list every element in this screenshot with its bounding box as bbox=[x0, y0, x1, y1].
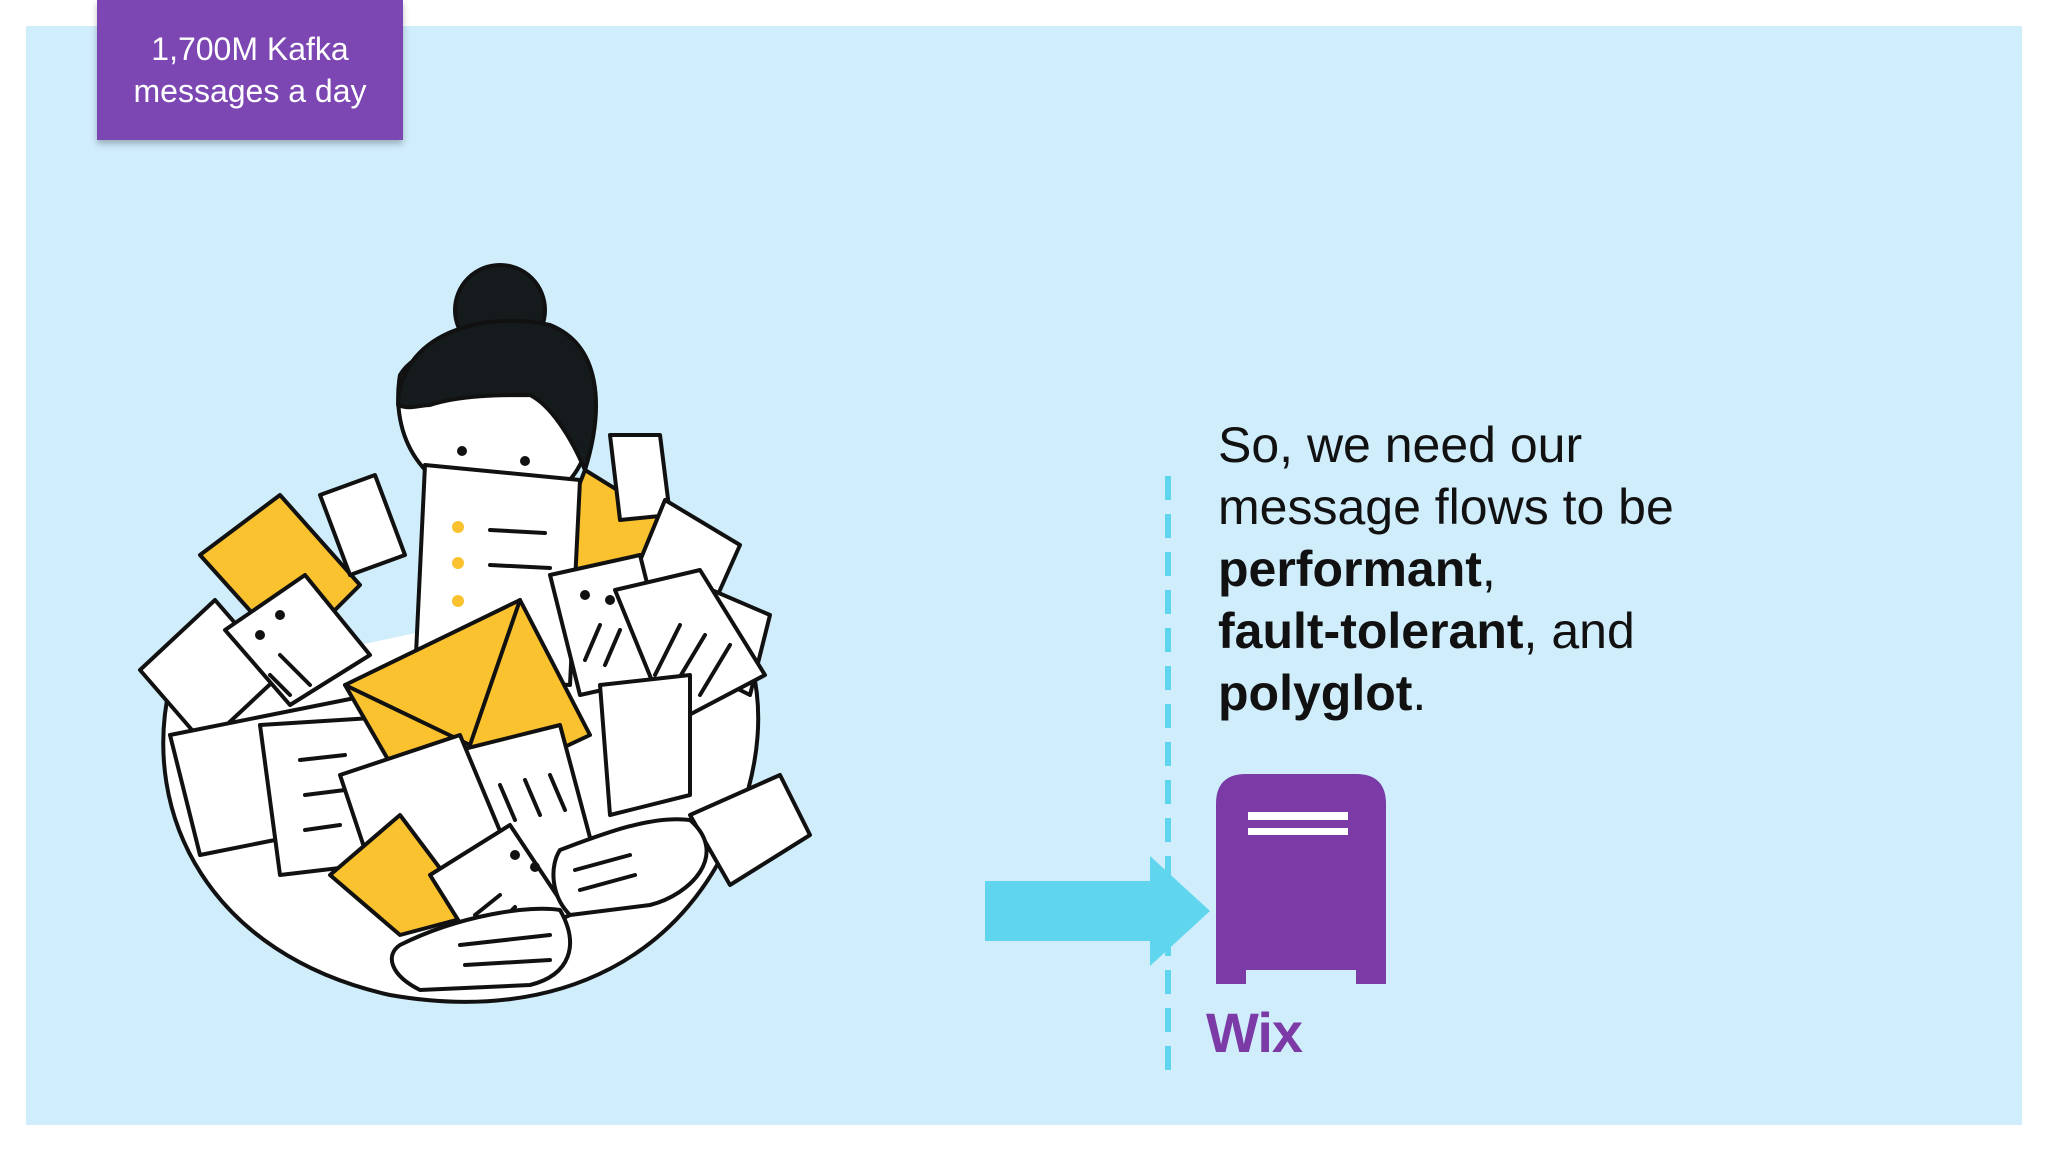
message-line-2: message flows to be bbox=[1218, 479, 1674, 535]
slide-message: So, we need our message flows to be perf… bbox=[1218, 414, 1818, 724]
separator: , bbox=[1481, 541, 1496, 597]
stat-badge: 1,700M Kafka messages a day bbox=[97, 0, 403, 140]
keyword-fault-tolerant: fault-tolerant bbox=[1218, 603, 1524, 659]
message-line-3: performant, bbox=[1218, 538, 1818, 600]
keyword-polyglot: polyglot bbox=[1218, 665, 1413, 721]
stat-badge-line1: 1,700M Kafka bbox=[151, 31, 349, 67]
person-with-letters-illustration bbox=[138, 263, 812, 1004]
divider-dashed-line bbox=[1165, 476, 1171, 1080]
mailbox-icon bbox=[1216, 774, 1386, 984]
message-line-5: polyglot. bbox=[1218, 662, 1818, 724]
message-line-4: fault-tolerant, and bbox=[1218, 600, 1818, 662]
message-line-1: So, we need our bbox=[1218, 417, 1583, 473]
stat-badge-line2: messages a day bbox=[133, 73, 367, 109]
arrow-right-icon bbox=[985, 856, 1210, 966]
separator: , and bbox=[1523, 603, 1635, 659]
keyword-performant: performant bbox=[1218, 541, 1482, 597]
wix-brand-label: Wix bbox=[1206, 1001, 1303, 1064]
separator: . bbox=[1412, 665, 1427, 721]
